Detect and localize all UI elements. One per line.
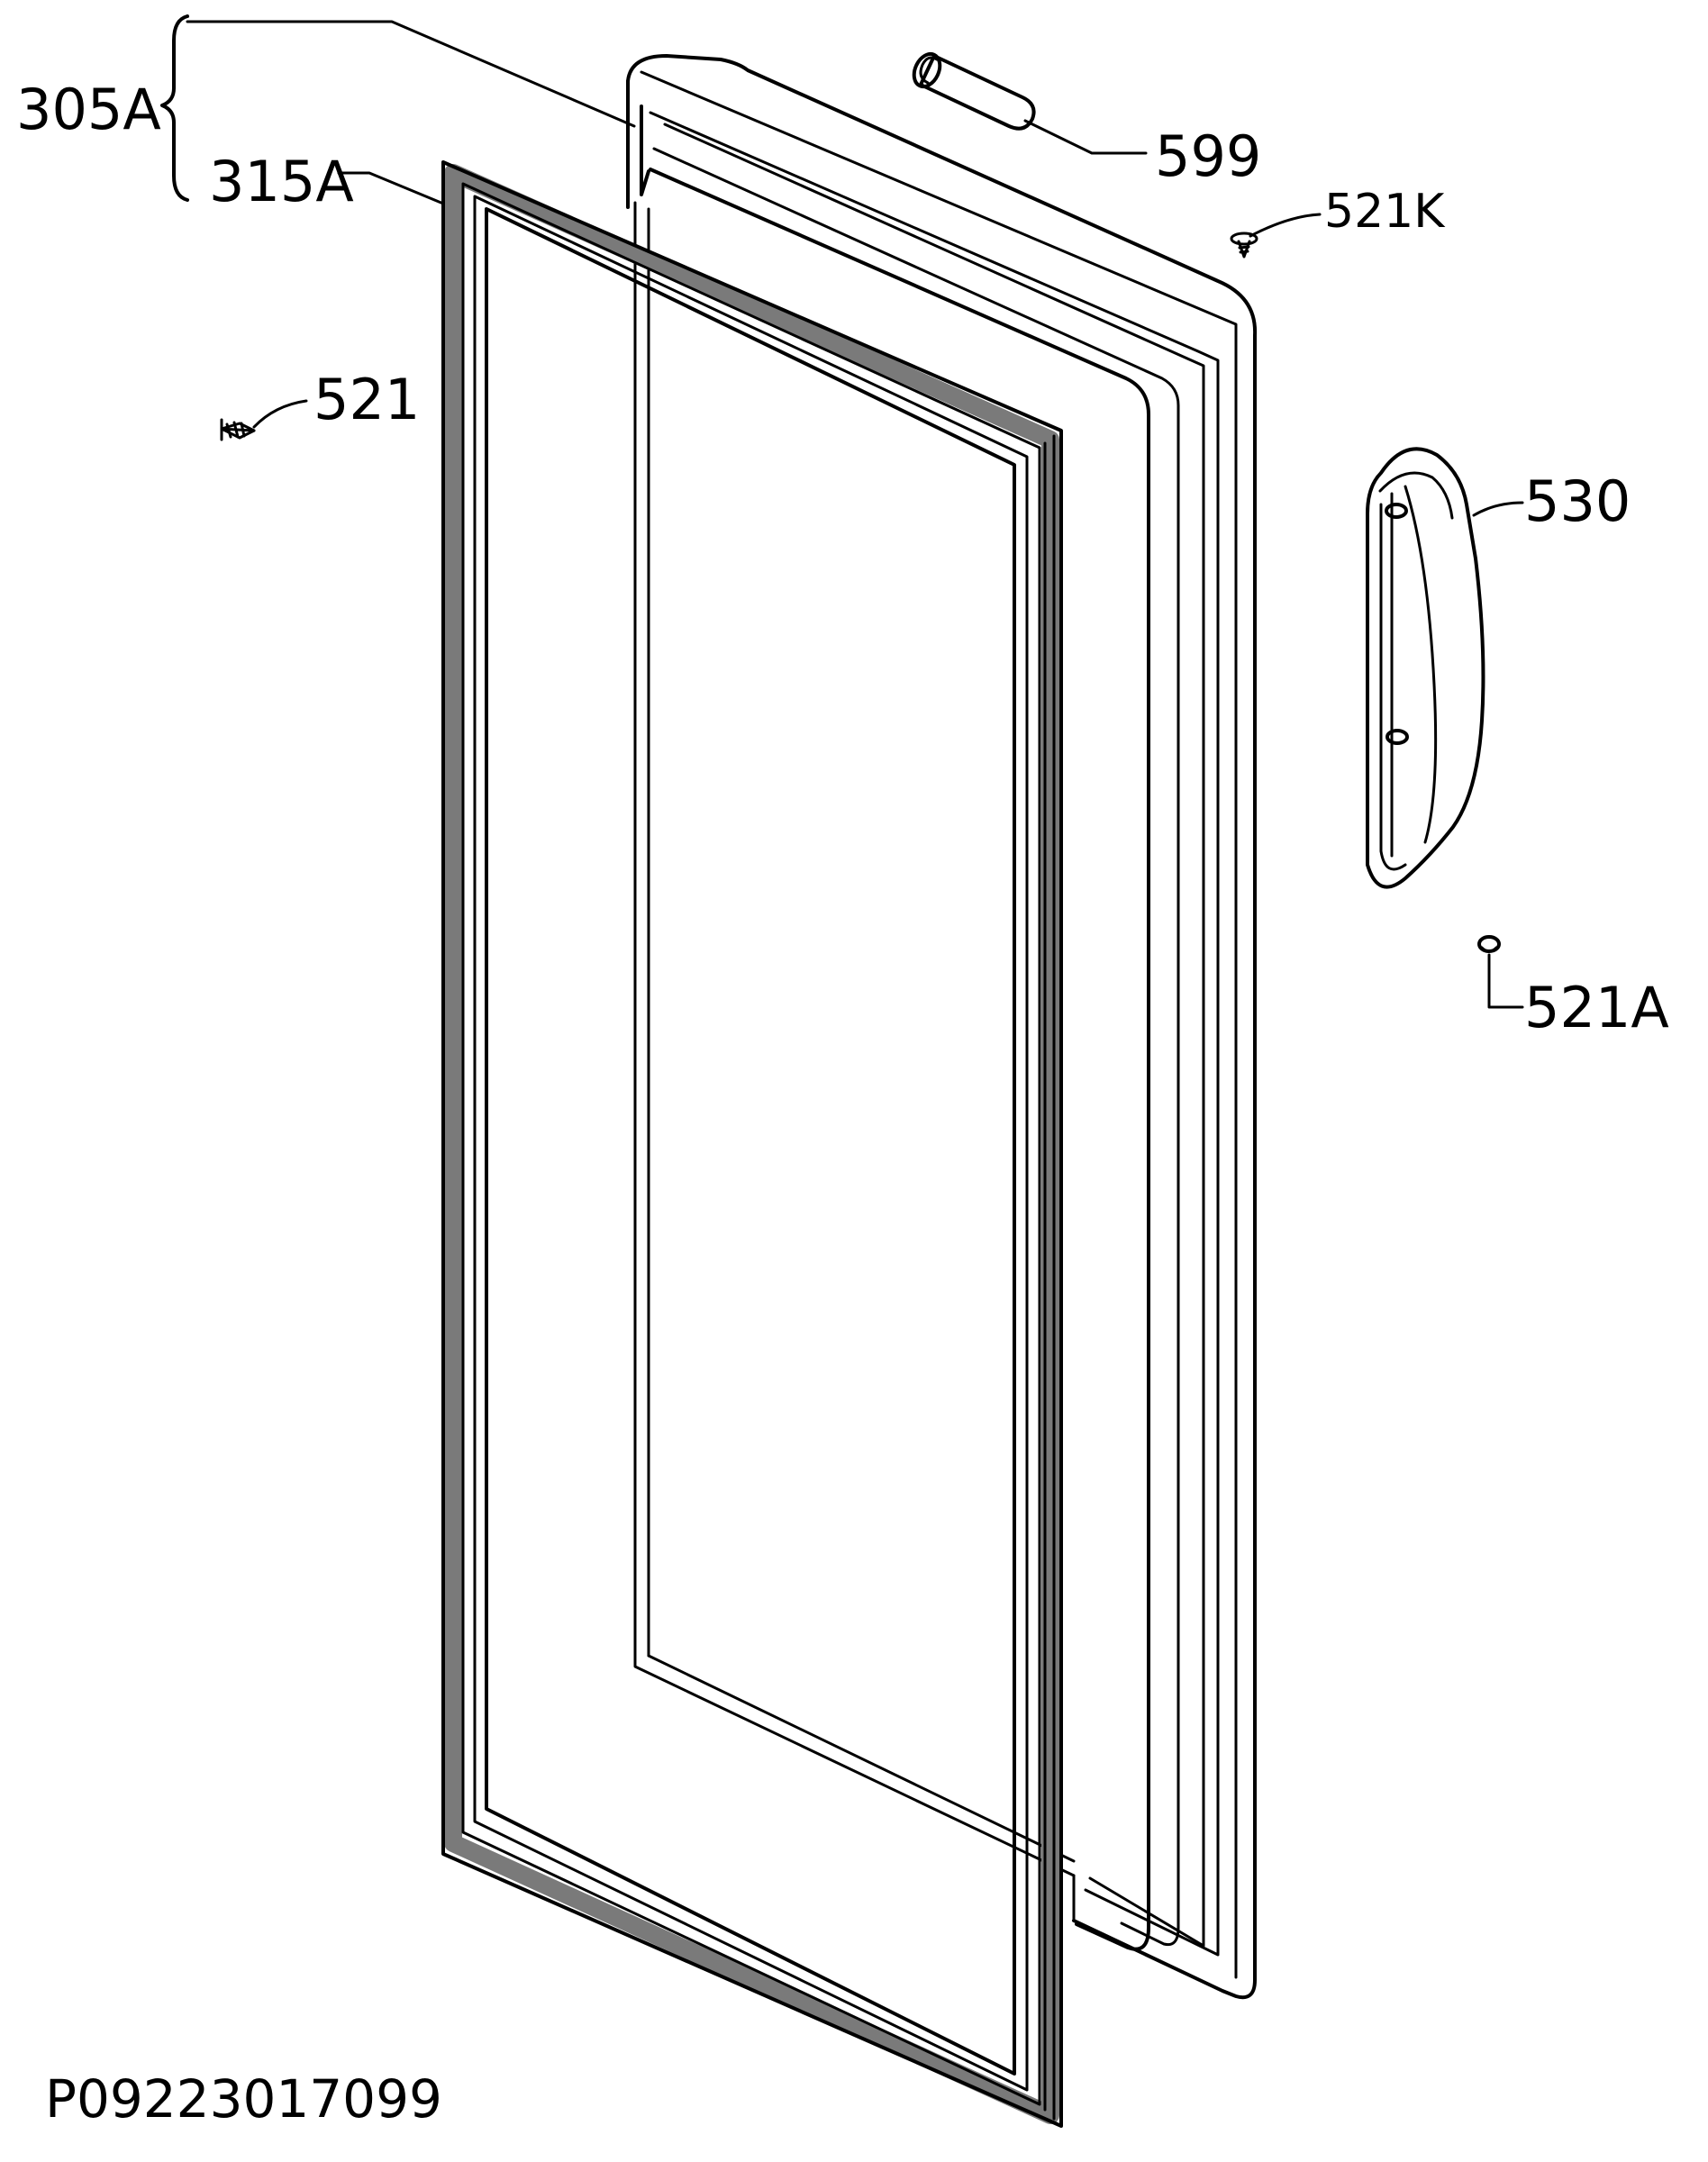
document-id: P09223017099 bbox=[45, 2068, 442, 2130]
label-530: 530 bbox=[1524, 468, 1631, 534]
cover-cap-icon bbox=[1477, 935, 1501, 953]
label-521a: 521A bbox=[1524, 975, 1669, 1040]
screw-icon bbox=[1230, 232, 1258, 259]
leader-315a bbox=[337, 171, 445, 205]
label-315a: 315A bbox=[209, 149, 354, 214]
leader-521a bbox=[1487, 953, 1524, 1009]
bracket-305a bbox=[160, 14, 189, 202]
screw-icon bbox=[220, 418, 256, 441]
door-gasket-icon bbox=[441, 160, 1063, 2128]
door-handle-icon bbox=[1366, 447, 1485, 889]
leader-599 bbox=[1023, 119, 1148, 155]
leader-305a bbox=[186, 20, 636, 128]
leader-521k bbox=[1249, 213, 1322, 238]
leader-lines bbox=[160, 14, 1524, 1009]
label-305a: 305A bbox=[16, 77, 161, 142]
label-521: 521 bbox=[313, 367, 420, 432]
label-599: 599 bbox=[1155, 123, 1261, 189]
leader-530 bbox=[1472, 501, 1524, 517]
door-panel-icon bbox=[626, 54, 1258, 2000]
label-521k: 521K bbox=[1324, 185, 1446, 239]
hinge-sleeve-icon bbox=[912, 51, 1036, 131]
leader-521 bbox=[252, 399, 308, 429]
